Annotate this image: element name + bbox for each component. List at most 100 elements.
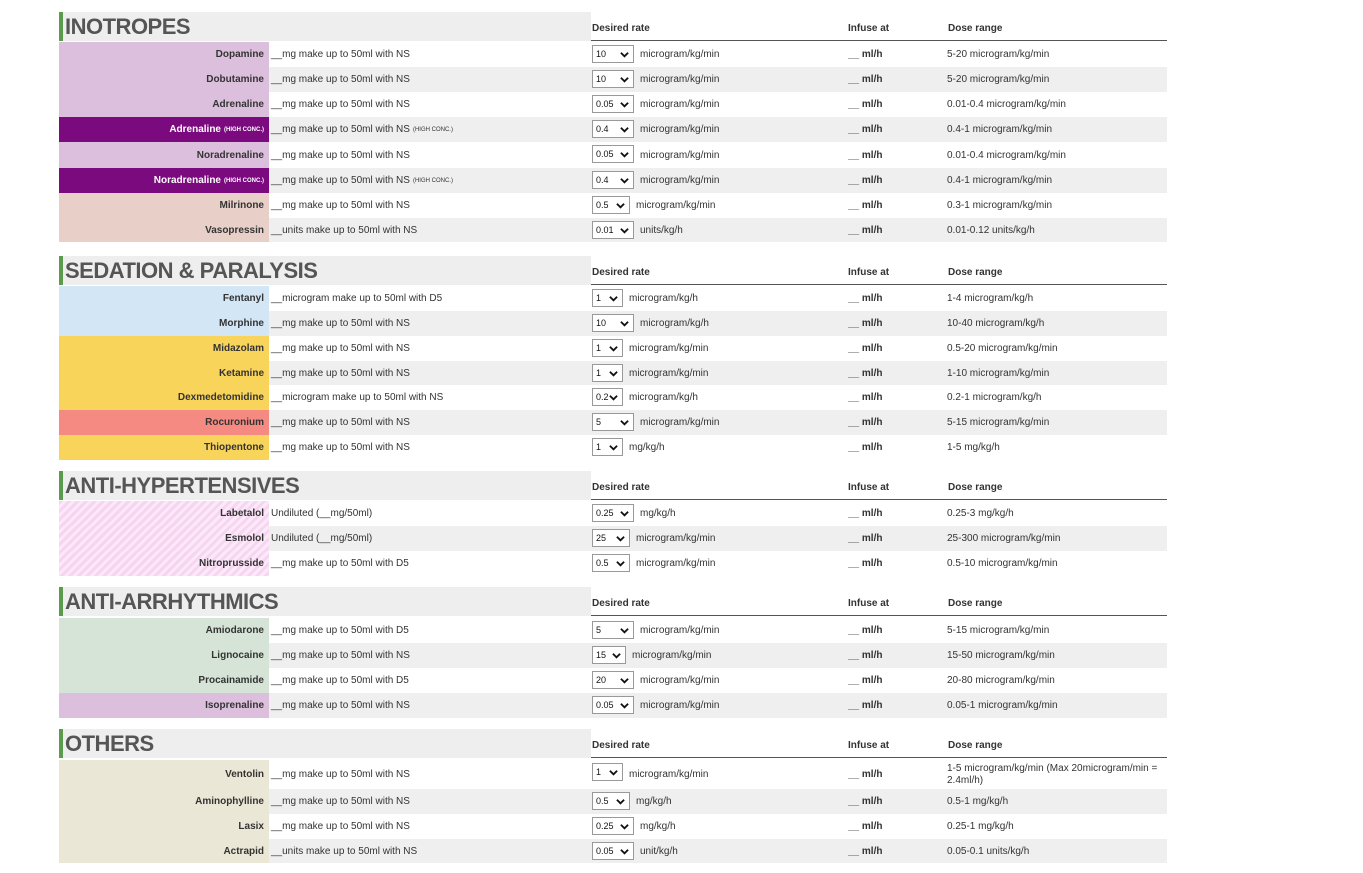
drug-name-label: Isoprenaline bbox=[205, 700, 264, 711]
preparation-text: __mg make up to 50ml with NS bbox=[271, 410, 410, 435]
rate-select-value: 1 bbox=[596, 343, 602, 353]
preparation-text: __mg make up to 50ml with NS bbox=[271, 336, 410, 361]
preparation-label: __mg make up to 50ml with NS bbox=[271, 700, 410, 711]
column-header-rate: Desired rate bbox=[592, 598, 650, 609]
rate-select[interactable]: 0.5 bbox=[592, 554, 630, 572]
chevron-down-icon bbox=[609, 443, 618, 452]
preparation-text: __mg make up to 50ml with D5 bbox=[271, 668, 409, 693]
dose-range: 0.05-1 microgram/kg/min bbox=[947, 700, 1058, 711]
rate-unit: microgram/kg/min bbox=[632, 650, 712, 661]
rate-select[interactable]: 0.4 bbox=[592, 171, 634, 189]
rate-select-value: 0.05 bbox=[596, 149, 614, 159]
drug-name-label: Esmolol bbox=[225, 533, 264, 544]
column-header-dose: Dose range bbox=[948, 23, 1003, 34]
rate-select[interactable]: 0.25 bbox=[592, 504, 634, 522]
rate-select-value: 1 bbox=[596, 293, 602, 303]
rate-select-value: 10 bbox=[596, 74, 607, 84]
rate-select[interactable]: 0.5 bbox=[592, 196, 630, 214]
infuse-rate: __ ml/h bbox=[848, 533, 883, 544]
preparation-text: __mg make up to 50ml with NS bbox=[271, 760, 410, 789]
rate-select-value: 10 bbox=[596, 49, 607, 59]
drug-name-label: Adrenaline bbox=[212, 99, 264, 110]
preparation-label: __mg make up to 50ml with NS bbox=[271, 769, 410, 780]
rate-select[interactable]: 0.2 bbox=[592, 388, 623, 406]
column-header-rate: Desired rate bbox=[592, 267, 650, 278]
column-header-dose: Dose range bbox=[948, 267, 1003, 278]
rate-select[interactable]: 0.01 bbox=[592, 221, 634, 239]
drug-name: Aminophylline bbox=[59, 789, 269, 814]
rate-select[interactable]: 15 bbox=[592, 646, 626, 664]
rate-select[interactable]: 0.25 bbox=[592, 817, 634, 835]
chevron-down-icon bbox=[609, 294, 618, 303]
preparation-text: __mg make up to 50ml with NS bbox=[271, 643, 410, 668]
preparation-label: __mg make up to 50ml with NS bbox=[271, 821, 410, 832]
preparation-text: __units make up to 50ml with NS bbox=[271, 218, 417, 242]
chevron-down-icon bbox=[616, 797, 625, 806]
high-conc-tag: (HIGH CONC.) bbox=[412, 126, 453, 133]
preparation-label: __mg make up to 50ml with NS bbox=[271, 318, 410, 329]
rate-unit: mg/kg/h bbox=[629, 442, 665, 453]
drug-name: Actrapid bbox=[59, 839, 269, 863]
rate-select-value: 25 bbox=[596, 533, 607, 543]
drug-name-label: Ventolin bbox=[225, 769, 264, 780]
preparation-label: __mg make up to 50ml with NS bbox=[271, 367, 410, 379]
rate-select[interactable]: 10 bbox=[592, 70, 634, 88]
rate-unit: unit/kg/h bbox=[640, 845, 678, 857]
preparation-label: __units make up to 50ml with NS bbox=[271, 845, 418, 857]
rate-unit: microgram/kg/min bbox=[640, 99, 720, 110]
rate-unit: units/kg/h bbox=[640, 224, 683, 236]
rate-select-value: 0.05 bbox=[596, 846, 614, 856]
rate-unit: microgram/kg/min bbox=[640, 175, 720, 186]
rate-select[interactable]: 1 bbox=[592, 364, 623, 382]
infuse-rate: __ ml/h bbox=[848, 74, 883, 85]
rate-select[interactable]: 0.05 bbox=[592, 145, 634, 163]
rate-select[interactable]: 5 bbox=[592, 621, 634, 639]
rate-select-value: 0.25 bbox=[596, 821, 614, 831]
table-row: Adrenaline (HIGH CONC.)__mg make up to 50… bbox=[59, 117, 1167, 142]
rate-select[interactable]: 0.05 bbox=[592, 842, 634, 860]
rate-select-value: 10 bbox=[596, 318, 607, 328]
rate-select[interactable]: 10 bbox=[592, 314, 634, 332]
rate-select-value: 0.5 bbox=[596, 558, 609, 568]
drug-name: Dobutamine bbox=[59, 67, 269, 92]
rate-select[interactable]: 1 bbox=[592, 339, 623, 357]
rate-unit: microgram/kg/min bbox=[640, 149, 720, 161]
drug-name-label: Thiopentone bbox=[204, 442, 264, 453]
rate-select[interactable]: 1 bbox=[592, 763, 623, 781]
rate-select[interactable]: 0.05 bbox=[592, 95, 634, 113]
rate-select[interactable]: 5 bbox=[592, 413, 634, 431]
rate-select-value: 1 bbox=[596, 368, 602, 378]
drug-name-label: Dopamine bbox=[215, 49, 264, 60]
preparation-text: __mg make up to 50ml with D5 bbox=[271, 618, 409, 643]
rate-select[interactable]: 25 bbox=[592, 529, 630, 547]
chevron-down-icon bbox=[620, 176, 629, 185]
rate-select[interactable]: 1 bbox=[592, 289, 623, 307]
dose-range: 0.5-1 mg/kg/h bbox=[947, 796, 1009, 807]
preparation-label: __mg make up to 50ml with NS bbox=[271, 796, 410, 807]
rate-select[interactable]: 20 bbox=[592, 671, 634, 689]
drug-name: Ketamine bbox=[59, 361, 269, 385]
infuse-rate: __ ml/h bbox=[848, 675, 883, 686]
dose-range: 15-50 microgram/kg/min bbox=[947, 650, 1055, 661]
rate-select[interactable]: 1 bbox=[592, 438, 623, 456]
infuse-rate: __ ml/h bbox=[848, 650, 883, 661]
preparation-text: __units make up to 50ml with NS bbox=[271, 839, 417, 863]
drug-name: Vasopressin bbox=[59, 218, 269, 242]
drug-name-label: Adrenaline bbox=[169, 124, 221, 135]
rate-unit: microgram/kg/min bbox=[640, 675, 720, 686]
chevron-down-icon bbox=[620, 319, 629, 328]
rate-select-value: 0.01 bbox=[596, 225, 614, 235]
rate-select[interactable]: 0.4 bbox=[592, 120, 634, 138]
rate-select[interactable]: 0.5 bbox=[592, 792, 630, 810]
preparation-label: __mg make up to 50ml with NS bbox=[271, 124, 410, 135]
rate-select[interactable]: 0.05 bbox=[592, 696, 634, 714]
rate-select[interactable]: 10 bbox=[592, 45, 634, 63]
dose-range: 0.01-0.12 units/kg/h bbox=[947, 224, 1035, 236]
dose-range: 25-300 microgram/kg/min bbox=[947, 533, 1061, 544]
